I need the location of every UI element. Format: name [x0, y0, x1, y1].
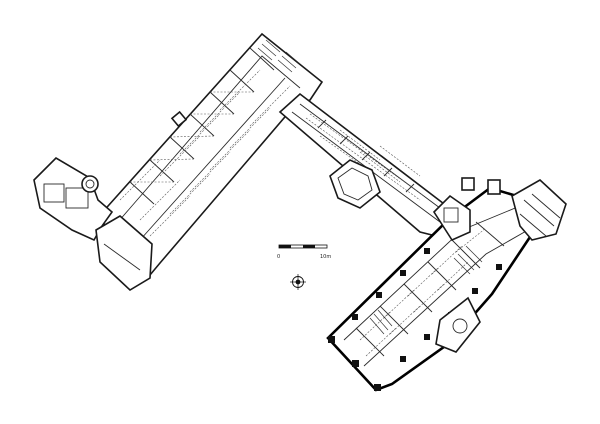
stair-top: [257, 39, 301, 73]
scale-bar: 0 10m: [277, 244, 331, 260]
left-wing: [33, 32, 324, 291]
connecting-gallery: [278, 92, 453, 242]
scale-max-label: 10m: [320, 254, 331, 260]
octagonal-chamber: [329, 159, 381, 209]
right-wing: [326, 177, 567, 392]
stair-right: [369, 245, 483, 335]
scale-min-label: 0: [277, 254, 280, 260]
north-arrow-icon: [290, 274, 306, 290]
round-stair-tower: [81, 175, 99, 193]
